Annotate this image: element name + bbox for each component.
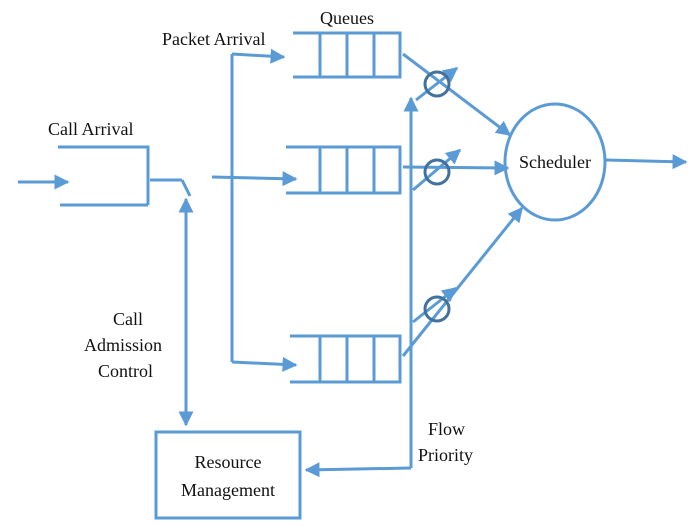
queue-bottom-to-scheduler — [401, 206, 524, 357]
packet-arrival-label: Packet Arrival — [162, 29, 266, 49]
queue-middle — [286, 145, 402, 195]
scheduler-output-arrow — [605, 154, 688, 170]
priority-circle-middle — [423, 158, 451, 186]
call-switch-arm — [180, 179, 192, 197]
middle-queue-arrow — [211, 171, 298, 187]
packet-arrival-bottom-arrow — [231, 356, 298, 372]
resource-management-box — [154, 430, 302, 520]
call-arrival-label: Call Arrival — [48, 119, 134, 139]
cac-label-line3: Control — [98, 361, 154, 381]
cac-label-line1: Call — [113, 309, 143, 329]
scheduler-label: Scheduler — [519, 152, 591, 172]
scheduler-node — [503, 102, 607, 222]
priority-switch-bottom-line — [412, 286, 458, 324]
priority-switch-middle-line — [412, 148, 462, 192]
queues-label: Queues — [320, 8, 374, 28]
queue-top-to-scheduler — [402, 52, 512, 137]
packet-arrival-top-arrow — [231, 48, 286, 64]
resource-label-line1: Resource — [194, 452, 262, 472]
priority-circle-bottom — [423, 295, 451, 323]
priority-circle-top — [423, 70, 451, 98]
cac-label-line2: Admission — [84, 335, 163, 355]
queue-top — [293, 31, 402, 79]
flow-priority-to-resource — [304, 462, 412, 478]
queue-middle-to-scheduler — [402, 160, 510, 176]
call-admission-gate — [58, 145, 150, 205]
flow-label-line2: Priority — [418, 445, 474, 465]
priority-switch-top-line — [415, 66, 459, 102]
flow-label-line1: Flow — [428, 419, 466, 439]
resource-label-line2: Management — [181, 480, 275, 500]
queue-bottom — [290, 334, 402, 384]
